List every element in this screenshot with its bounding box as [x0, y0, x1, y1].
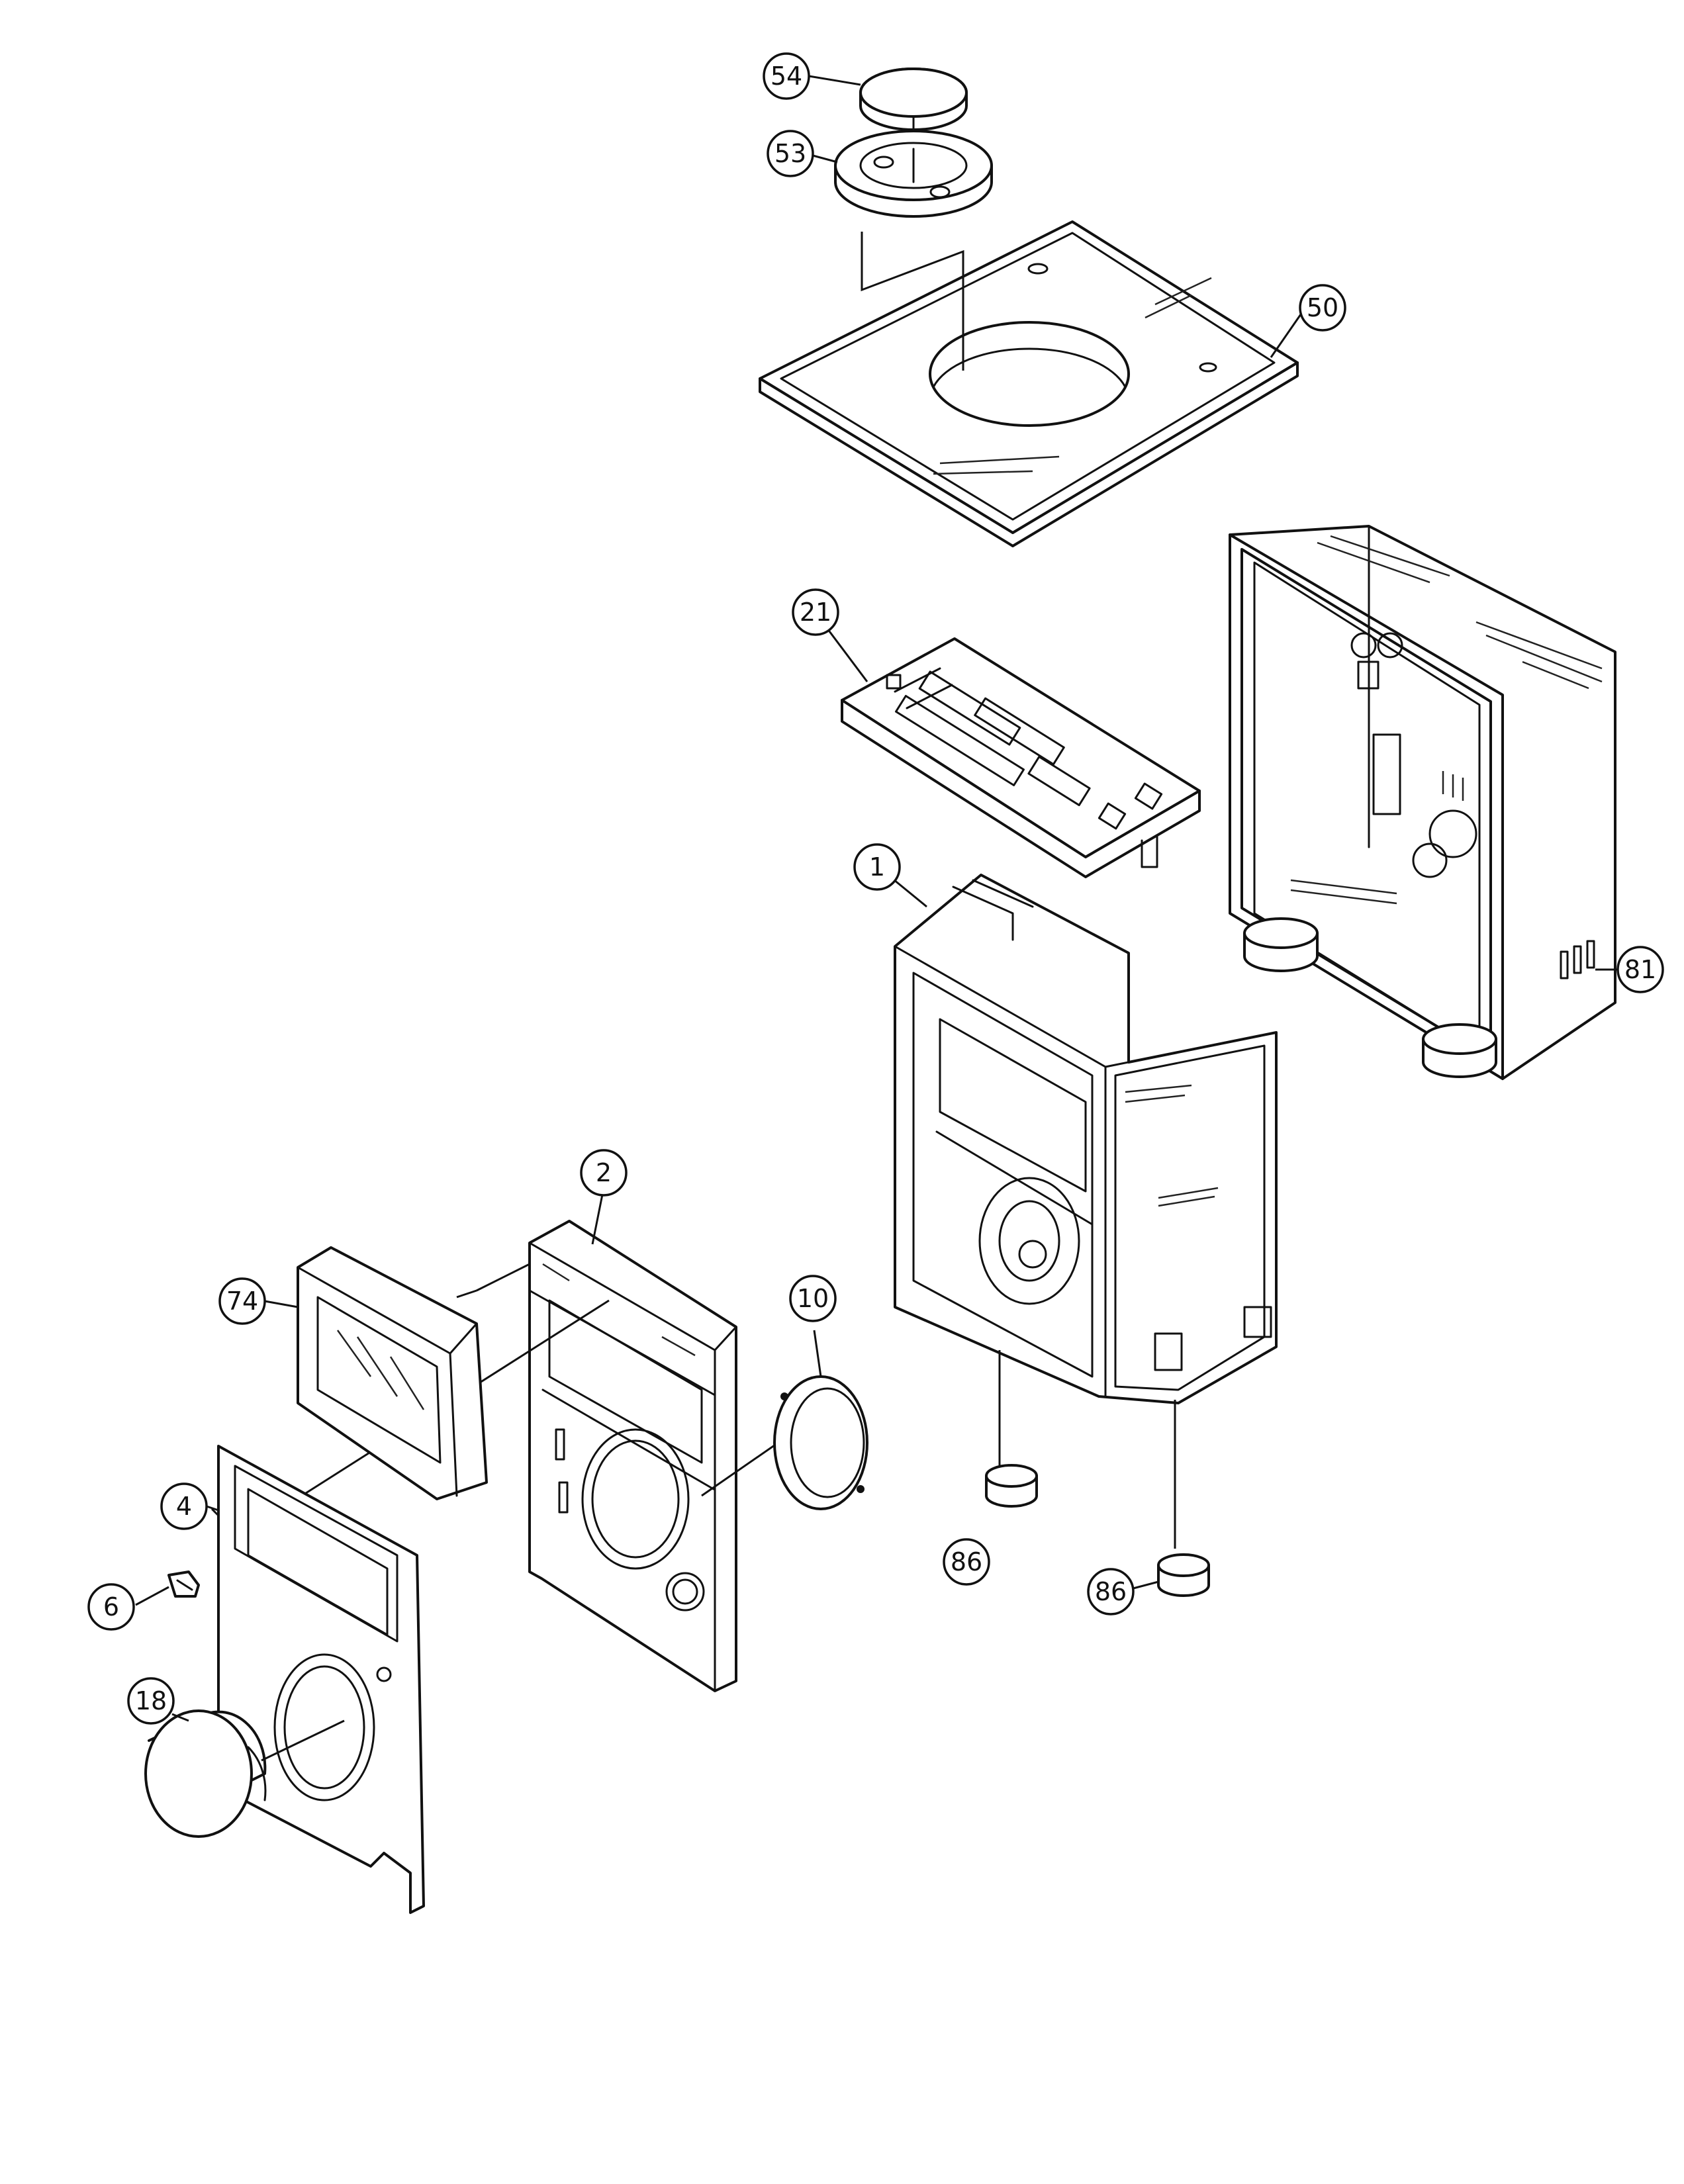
callout-74: 74 [218, 1277, 266, 1325]
callout-18: 18 [127, 1677, 175, 1725]
callout-86-left: 86 [943, 1538, 990, 1586]
callout-21: 21 [792, 588, 839, 636]
callout-74-label: 74 [226, 1287, 258, 1316]
callout-53: 53 [767, 130, 814, 177]
part-1-main-chassis [894, 874, 1278, 1549]
callout-50: 50 [1299, 284, 1346, 332]
callout-81: 81 [1616, 946, 1664, 993]
callout-81-label: 81 [1624, 955, 1656, 984]
callout-2-label: 2 [596, 1158, 612, 1187]
callout-4-label: 4 [176, 1492, 192, 1521]
part-4-inner-panel [210, 1445, 425, 1914]
callout-50-label: 50 [1307, 293, 1338, 322]
part-18-knob [144, 1709, 345, 1838]
part-21-display-board [841, 637, 1201, 878]
part-81-rear-cabinet [1229, 525, 1616, 1080]
part-53-ring [834, 130, 993, 218]
callout-6-label: 6 [103, 1592, 119, 1621]
part-50-top-panel [759, 220, 1299, 547]
callout-1: 1 [853, 843, 901, 891]
callout-86-right: 86 [1087, 1568, 1135, 1615]
callout-6: 6 [87, 1583, 135, 1631]
part-86-foot-right [1157, 1553, 1210, 1597]
callout-53-label: 53 [774, 139, 806, 168]
callout-54: 54 [763, 52, 810, 100]
part-6-clip [135, 1570, 200, 1606]
callout-18-label: 18 [135, 1686, 167, 1715]
part-86-foot-left [985, 1464, 1038, 1508]
part-10-speaker-ring [773, 1330, 868, 1510]
part-74-window [297, 1246, 488, 1500]
callout-1-label: 1 [869, 852, 885, 882]
callout-21-label: 21 [800, 598, 831, 627]
callout-54-label: 54 [771, 62, 802, 91]
callout-leaders [206, 75, 1618, 1512]
callout-4: 4 [160, 1482, 208, 1530]
callout-10: 10 [789, 1275, 837, 1322]
callout-10-label: 10 [797, 1284, 829, 1313]
callout-86-left-label: 86 [951, 1547, 982, 1576]
callout-2: 2 [580, 1149, 628, 1197]
callout-86-right-label: 86 [1095, 1577, 1127, 1606]
part-2-front-panel [218, 1220, 788, 1692]
